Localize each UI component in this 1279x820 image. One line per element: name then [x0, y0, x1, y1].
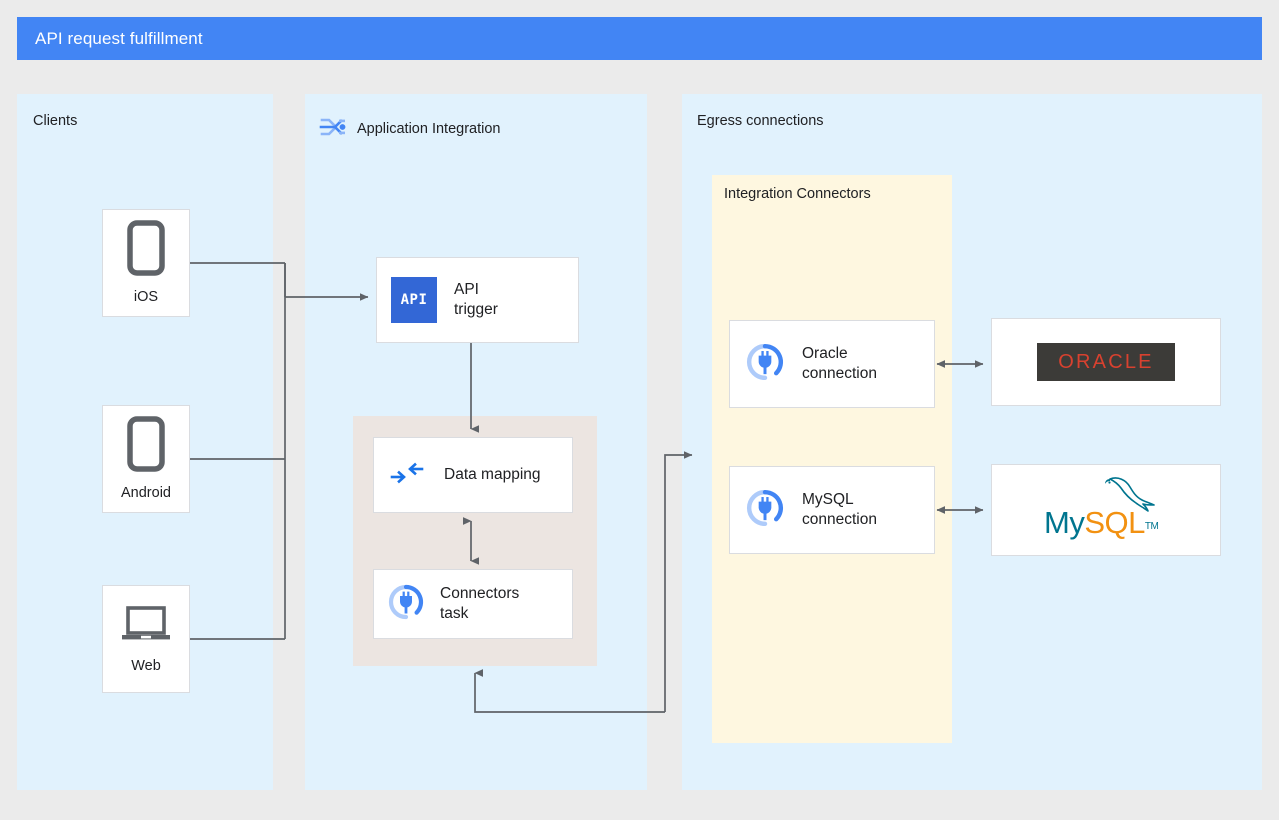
node-oracle-connection-label: Oracle connection	[802, 345, 877, 382]
node-connectors-task[interactable]: Connectors task	[373, 569, 573, 639]
node-mysql-connection-label: MySQL connection	[802, 491, 877, 528]
oracle-logo: ORACLE	[1037, 343, 1175, 381]
oracle-logo-text: ORACLE	[1058, 350, 1154, 373]
node-oracle-system[interactable]: ORACLE	[991, 318, 1221, 406]
node-oracle-connection[interactable]: Oracle connection	[729, 320, 935, 408]
phone-icon	[124, 415, 168, 478]
node-web-label: Web	[131, 658, 161, 675]
connector-plug-icon	[746, 343, 784, 386]
node-mysql-connection[interactable]: MySQL connection	[729, 466, 935, 554]
node-connectors-task-label: Connectors task	[440, 585, 520, 622]
api-badge-icon: API	[391, 277, 437, 323]
panel-label-application-integration: Application Integration	[318, 112, 501, 146]
mysql-wordmark-sql: SQL	[1084, 505, 1145, 540]
node-api-trigger[interactable]: API API trigger	[376, 257, 579, 343]
connector-plug-icon	[746, 489, 784, 532]
node-ios-label: iOS	[133, 289, 159, 306]
mysql-dolphin-icon	[1098, 475, 1160, 524]
node-android-label: Android	[121, 485, 171, 502]
connector-plug-icon	[388, 584, 424, 625]
panel-label-application-integration-text: Application Integration	[357, 121, 501, 137]
panel-label-clients: Clients	[33, 113, 78, 129]
node-data-mapping-label: Data mapping	[444, 466, 541, 484]
diagram-title-bar: API request fulfillment	[17, 17, 1262, 60]
mysql-logo: MySQLTM	[1040, 477, 1172, 543]
node-ios[interactable]: iOS	[102, 209, 190, 317]
node-web[interactable]: Web	[102, 585, 190, 693]
api-badge-text: API	[400, 292, 428, 308]
panel-integration-connectors	[712, 175, 952, 743]
page-title: API request fulfillment	[35, 28, 203, 48]
node-android[interactable]: Android	[102, 405, 190, 513]
mysql-wordmark-tm: TM	[1144, 521, 1159, 532]
laptop-icon	[118, 602, 174, 651]
node-data-mapping[interactable]: Data mapping	[373, 437, 573, 513]
node-api-trigger-label: API trigger	[454, 281, 498, 318]
mysql-wordmark-my: My	[1044, 505, 1085, 540]
data-mapping-icon	[390, 460, 424, 491]
application-integration-icon	[318, 112, 348, 146]
mysql-wordmark: MySQLTM	[1044, 505, 1159, 541]
panel-label-integration-connectors: Integration Connectors	[724, 186, 871, 202]
phone-icon	[124, 219, 168, 282]
node-mysql-system[interactable]: MySQLTM	[991, 464, 1221, 556]
panel-label-egress-connections: Egress connections	[697, 113, 824, 129]
